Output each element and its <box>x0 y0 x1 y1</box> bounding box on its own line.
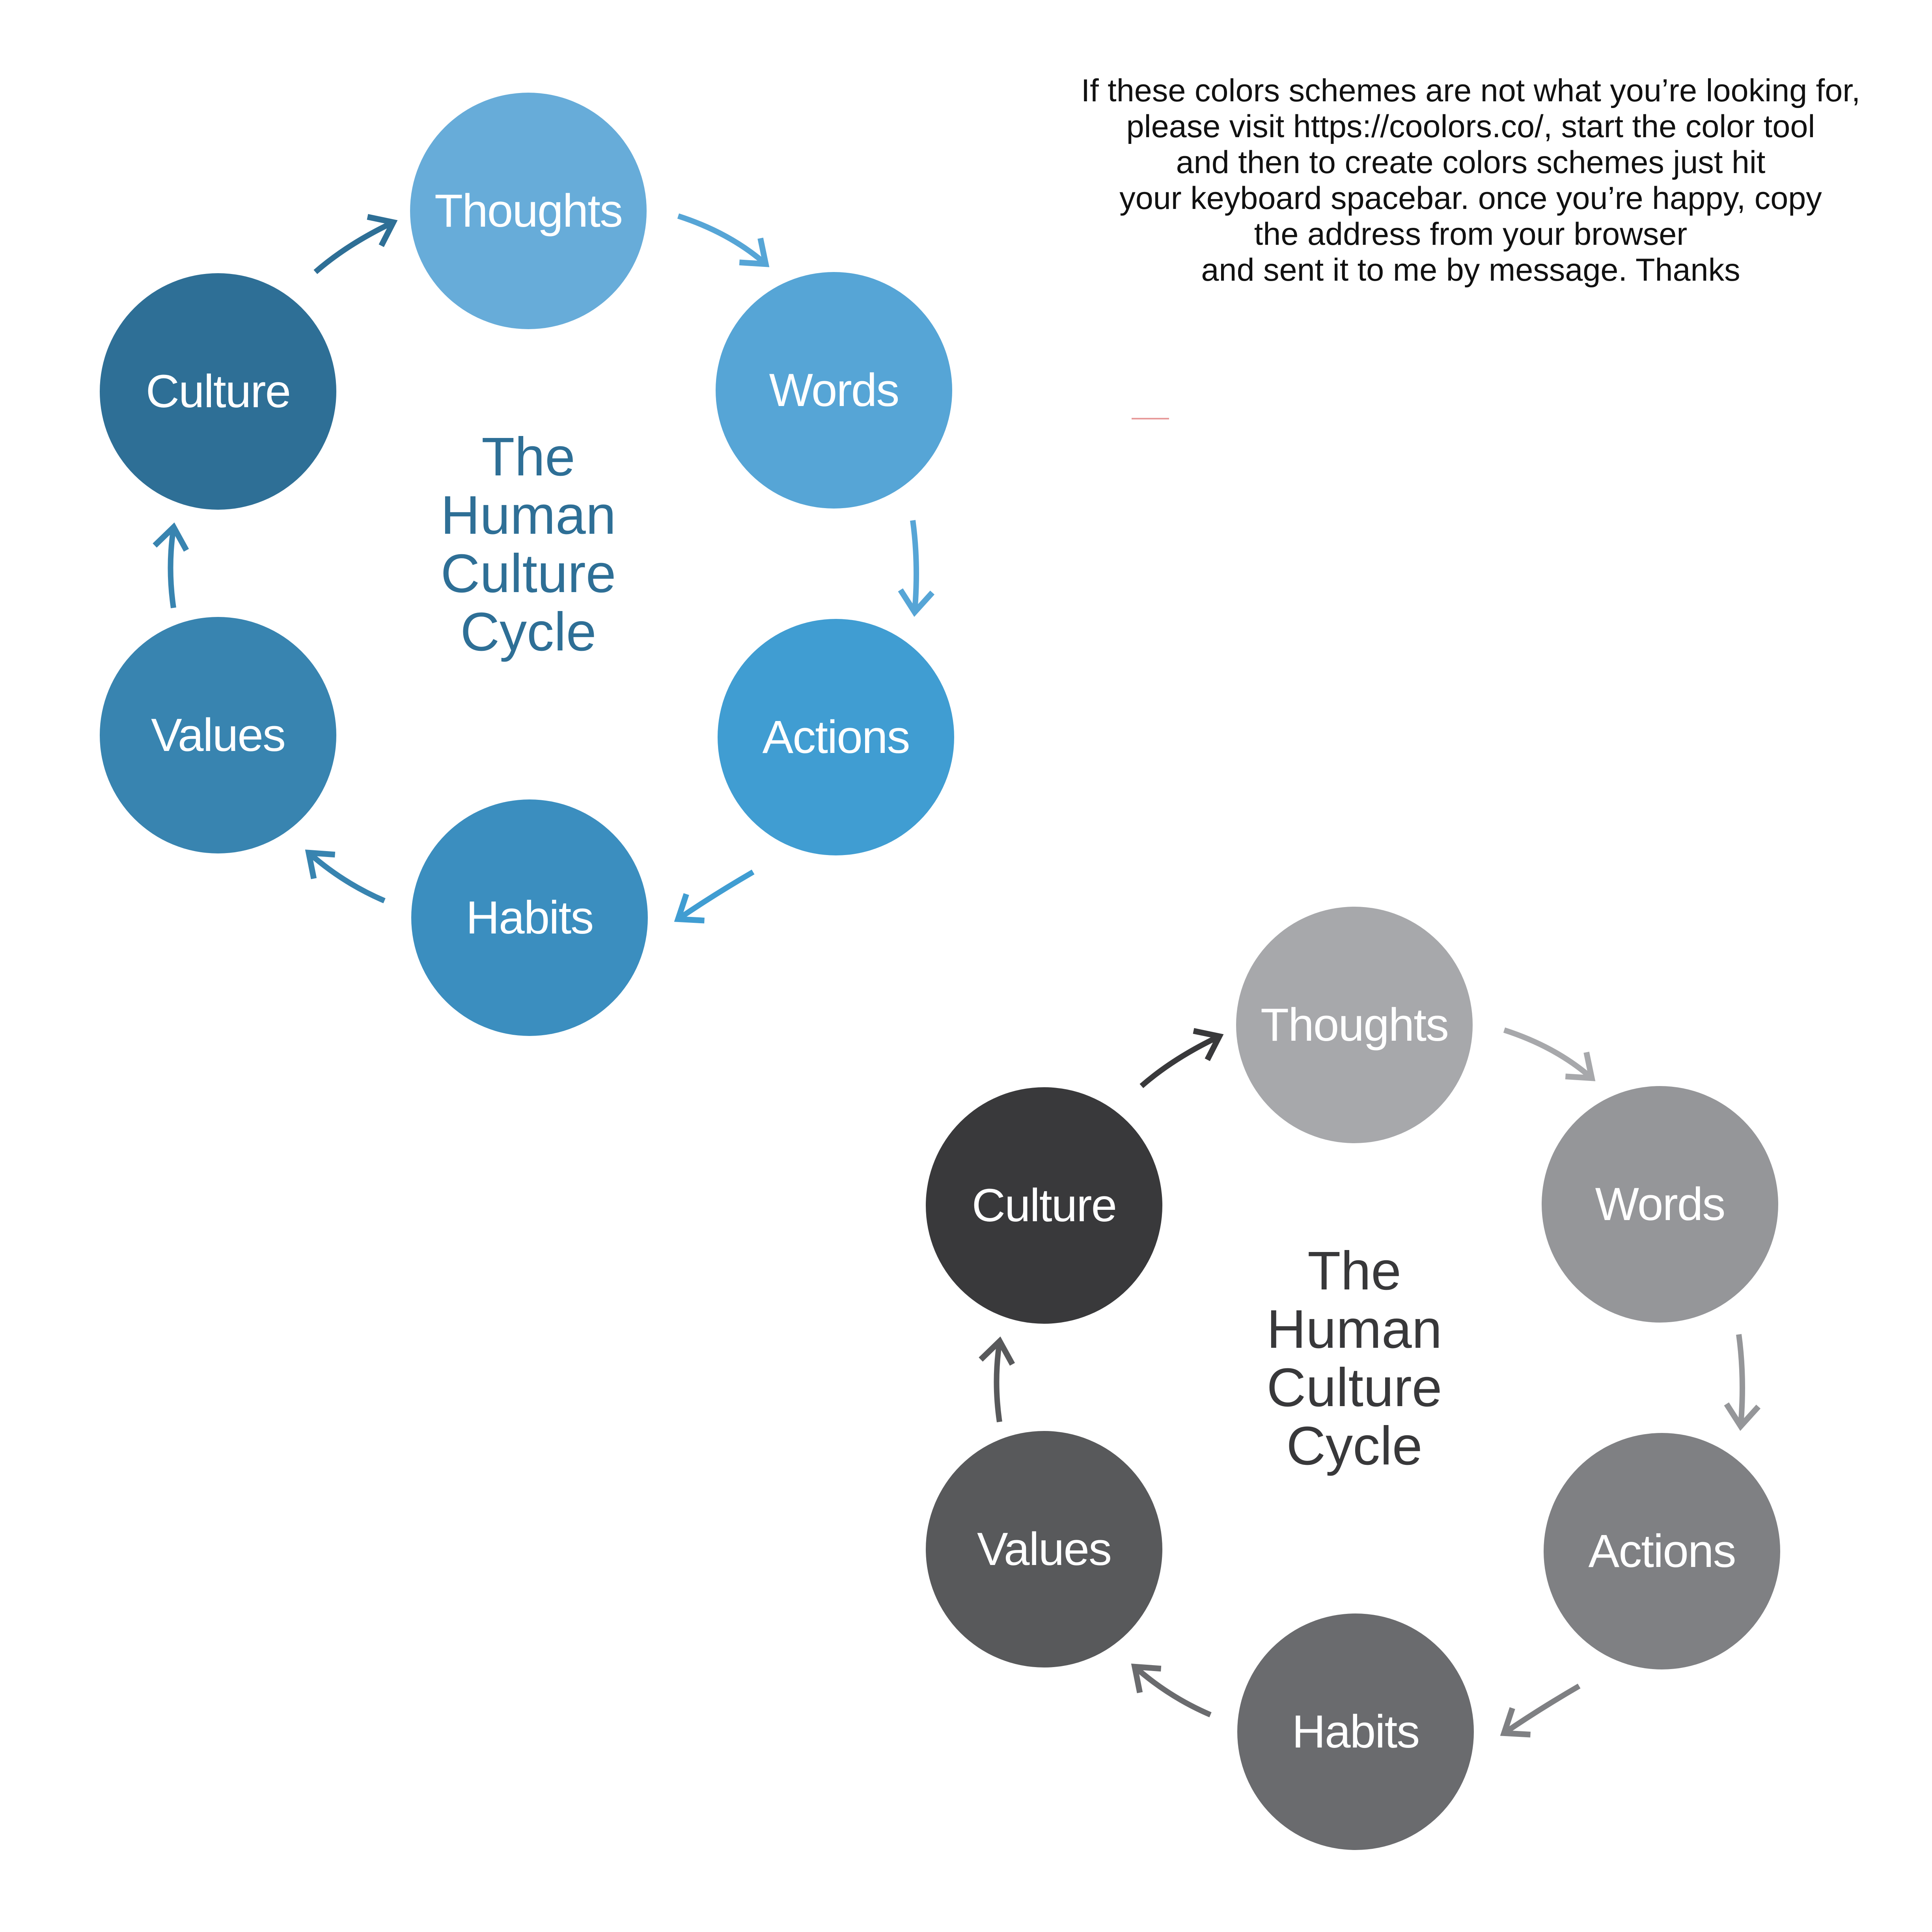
node-label: Values <box>151 709 286 761</box>
cycle-node-words: Words <box>1542 1086 1778 1323</box>
node-label: Thoughts <box>1261 999 1449 1051</box>
title-line: Culture <box>440 543 616 604</box>
note-line: and then to create colors schemes just h… <box>1176 145 1766 180</box>
title-line: The <box>481 427 575 487</box>
note-line: your keyboard spacebar. once you’re happ… <box>1119 181 1822 216</box>
arrow-culture-to-thoughts <box>313 214 398 274</box>
arrow-thoughts-to-words <box>677 213 770 267</box>
node-label: Habits <box>1292 1706 1420 1758</box>
blue-culture-cycle-diagram: Thoughts Words Actions Habits Values Cul… <box>0 0 954 1036</box>
arrow-actions-to-habits <box>1500 1683 1581 1738</box>
cycle-node-habits: Habits <box>1237 1613 1474 1850</box>
note-line: If these colors schemes are not what you… <box>1081 73 1861 108</box>
cycle-node-values: Values <box>100 617 336 853</box>
cycle-title: The Human Culture Cycle <box>1216 1242 1492 1475</box>
cycle-node-thoughts: Thoughts <box>1236 907 1473 1143</box>
arrow-culture-to-thoughts <box>1139 1028 1224 1088</box>
arrow-words-to-actions <box>898 520 935 617</box>
cycle-node-actions: Actions <box>718 619 954 855</box>
node-label: Words <box>1595 1178 1726 1230</box>
cycle-node-actions: Actions <box>1544 1433 1780 1669</box>
note-line: the address from your browser <box>1254 216 1688 252</box>
arrow-values-to-culture <box>153 522 189 609</box>
arrow-words-to-actions <box>1724 1334 1761 1431</box>
cycle-arrows <box>153 213 935 924</box>
gray-culture-cycle-diagram: Thoughts Words Actions Habits Values Cul… <box>826 814 1780 1850</box>
node-label: Actions <box>762 711 910 763</box>
node-label: Habits <box>466 892 594 944</box>
node-label: Values <box>977 1523 1112 1575</box>
stray-red-line <box>1132 418 1169 419</box>
node-label: Words <box>769 364 900 416</box>
title-line: Human <box>440 485 616 546</box>
arrow-values-to-culture <box>979 1336 1015 1423</box>
instruction-note: If these colors schemes are not what you… <box>1021 73 1920 288</box>
note-line: please visit https://coolors.co/, start … <box>1126 109 1815 144</box>
cycle-node-words: Words <box>716 272 952 509</box>
arrow-habits-to-values <box>1131 1664 1212 1718</box>
node-label: Culture <box>972 1179 1117 1231</box>
arrow-habits-to-values <box>305 850 386 904</box>
node-label: Culture <box>145 365 291 417</box>
title-line: The <box>1307 1241 1401 1301</box>
cycle-node-culture: Culture <box>100 273 336 510</box>
title-line: Cycle <box>460 602 597 662</box>
node-label: Thoughts <box>435 185 623 237</box>
arrow-thoughts-to-words <box>1503 1027 1596 1081</box>
cycle-title: The Human Culture Cycle <box>390 428 666 661</box>
title-line: Cycle <box>1286 1416 1423 1476</box>
title-line: Human <box>1266 1299 1442 1360</box>
cycle-node-thoughts: Thoughts <box>410 93 647 329</box>
node-label: Actions <box>1588 1525 1736 1577</box>
cycle-node-values: Values <box>926 1431 1162 1667</box>
arrow-actions-to-habits <box>674 869 755 924</box>
cycle-arrows <box>979 1027 1761 1738</box>
cycle-node-habits: Habits <box>411 799 648 1036</box>
note-line: and sent it to me by message. Thanks <box>1201 252 1740 288</box>
title-line: Culture <box>1266 1357 1442 1418</box>
cycle-node-culture: Culture <box>926 1087 1162 1324</box>
